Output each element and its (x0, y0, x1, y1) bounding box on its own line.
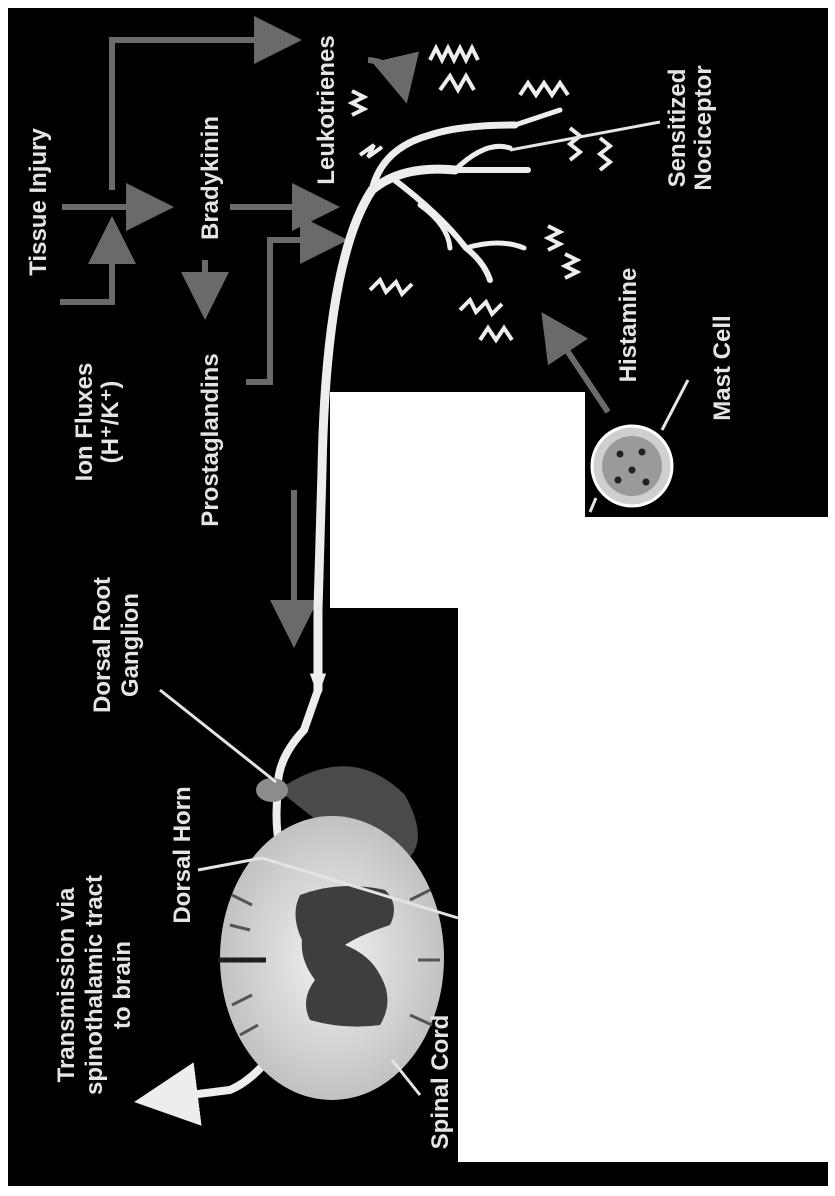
label-ion-fluxes: Ion Fluxes (71, 363, 98, 482)
label-ion-fluxes-sub: (H⁺/K⁺) (97, 381, 124, 464)
label-dorsal-root: Dorsal Root (89, 577, 116, 713)
label-tissue-injury: Tissue Injury (25, 128, 52, 276)
label-sensitized: Sensitized (664, 69, 691, 188)
label-nociceptor: Nociceptor (690, 65, 717, 190)
label-bradykinin: Bradykinin (197, 116, 224, 240)
label-transmission: Transmission via (53, 887, 80, 1082)
label-spinothalamic: spinothalamic tract (81, 875, 108, 1095)
mast-cell (592, 426, 672, 506)
label-spinal-cord: Spinal Cord (427, 1015, 454, 1150)
label-histamine: Histamine (615, 268, 642, 383)
label-mast-cell: Mast Cell (709, 315, 736, 420)
label-leukotrienes: Leukotrienes (313, 35, 340, 184)
label-to-brain: to brain (109, 941, 136, 1029)
label-dorsal-horn: Dorsal Horn (169, 786, 196, 923)
label-ganglion: Ganglion (117, 593, 144, 697)
label-prostaglandins: Prostaglandins (197, 353, 224, 526)
